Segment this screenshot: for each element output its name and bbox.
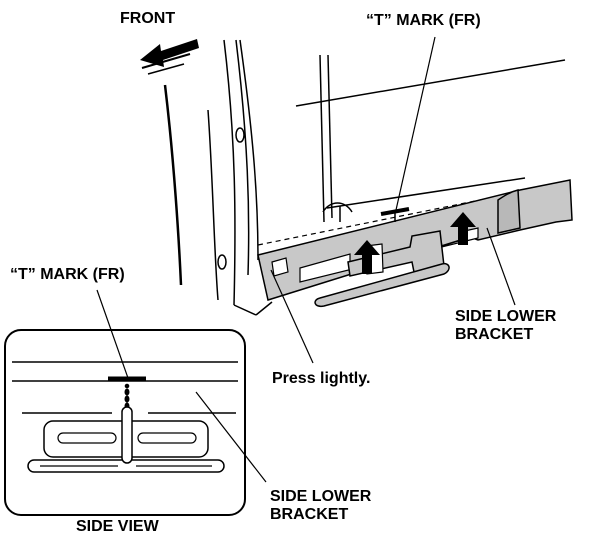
front-arrow-icon [140,39,199,75]
t-mark-icon [380,207,410,222]
side-lower-bracket-shape [257,179,573,308]
t-mark-left-label: “T” MARK (FR) [10,266,125,283]
t-mark-top-label: “T” MARK (FR) [366,12,481,29]
side-view-inset [4,329,246,516]
vehicle-body-outline [163,39,571,316]
side-view-label: SIDE VIEW [76,518,159,535]
leader-lines [96,36,516,483]
front-label: FRONT [120,10,176,27]
side-lower-bracket-bottom-label: SIDE LOWER BRACKET [270,488,372,523]
up-arrow-icon [354,212,476,274]
side-lower-bracket-right-label: SIDE LOWER BRACKET [455,308,557,343]
press-lightly-label: Press lightly. [272,370,371,387]
